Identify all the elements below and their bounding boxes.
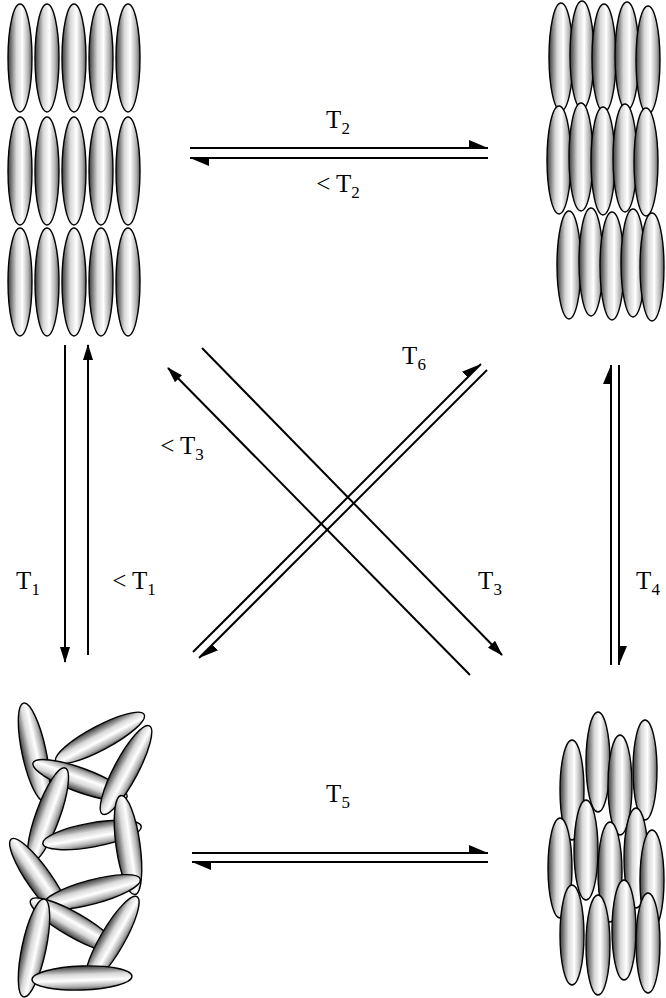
molecule [633,720,657,820]
molecule [557,211,581,319]
arrow-line [64,345,66,662]
arrow-line [610,365,612,665]
molecule [89,4,113,112]
temperature-label: < T1 [112,568,156,598]
subscript: 5 [341,793,350,812]
molecule [640,213,664,321]
temperature-label: T3 [478,568,502,598]
temperature-label: T1 [16,568,40,598]
molecule [89,228,113,336]
subscript: 6 [417,355,426,374]
molecule [32,964,133,991]
molecule [116,4,140,112]
molecule [116,228,140,336]
temperature-label: < T2 [316,171,360,201]
molecule [62,4,86,112]
molecule [89,117,113,225]
molecule [592,4,616,112]
molecule [570,1,594,109]
molecule [586,712,610,812]
molecule [636,6,660,114]
molecule [35,228,59,336]
temperature-label: T5 [326,781,350,811]
subscript: 2 [351,183,360,202]
molecule [62,117,86,225]
arrow-line [168,368,470,675]
temperature-label: T6 [402,343,426,373]
molecule [62,228,86,336]
molecule [560,885,584,985]
molecule [35,4,59,112]
molecule [634,108,658,216]
transition-arrows [65,148,619,862]
subscript: 1 [147,580,156,599]
subscript: 1 [31,580,40,599]
arrow-line [190,157,488,159]
arrow-line [618,365,620,665]
subscript: 3 [195,445,204,464]
arrow-line [192,852,488,854]
arrow-line [190,147,488,149]
arrow-line [193,364,481,652]
molecule [8,117,32,225]
molecule [569,103,593,211]
smectic-a-phase [8,4,140,336]
arrow-line [192,861,488,863]
molecule [586,895,610,995]
smectic-b-phase [547,1,664,321]
molecule [591,107,615,215]
arrow-line [87,345,89,655]
subscript: 2 [341,119,350,138]
molecule [116,117,140,225]
molecule [35,117,59,225]
subscript: 4 [651,580,660,599]
temperature-label: T4 [636,568,660,598]
temperature-label: < T3 [160,433,204,463]
arrow-line [199,370,487,658]
molecule [612,880,636,980]
molecule [636,893,660,993]
molecule [574,800,598,900]
molecule [8,228,32,336]
subscript: 3 [493,580,502,599]
molecule [547,106,571,214]
isotropic-phase [1,701,160,998]
temperature-label: T2 [326,107,350,137]
nematic-phase [548,712,664,995]
molecule [8,4,32,112]
